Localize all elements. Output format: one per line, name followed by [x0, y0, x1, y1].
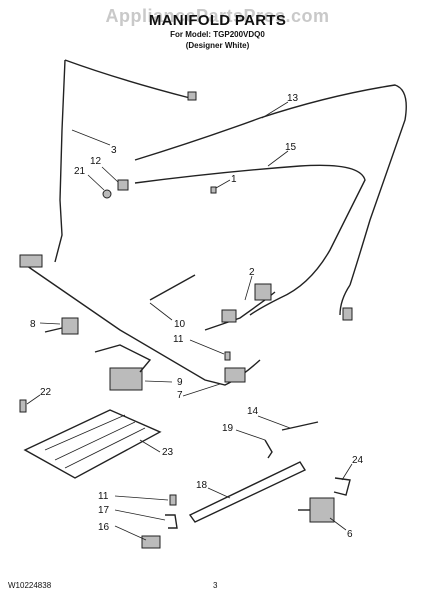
- callout-18: 18: [196, 480, 208, 491]
- part-bracket-24: [333, 477, 351, 496]
- part-tube-10: [149, 274, 196, 301]
- part-bracket-right: [224, 367, 246, 383]
- part-valve-8: [61, 317, 79, 335]
- part-tube-13: [134, 84, 407, 286]
- callout-12: 12: [90, 156, 102, 167]
- part-valve-2-body: [254, 283, 272, 301]
- leader-1: [215, 179, 231, 189]
- callout-23: 23: [162, 447, 174, 458]
- leader-11b: [114, 495, 169, 501]
- leader-24: [341, 463, 353, 481]
- plate-23-hatch-3: [64, 427, 146, 469]
- part-valve-9: [109, 367, 143, 391]
- leader-23: [139, 439, 161, 453]
- callout-14: 14: [247, 406, 259, 417]
- callout-22: 22: [40, 387, 52, 398]
- page-number: 3: [213, 581, 218, 590]
- part-fitting-12: [117, 179, 129, 191]
- callout-2: 2: [249, 267, 255, 278]
- callout-13: 13: [287, 93, 299, 104]
- part-bracket-left: [19, 254, 43, 268]
- leader-15: [267, 150, 289, 167]
- callout-3: 3: [111, 145, 117, 156]
- leader-14: [257, 415, 291, 429]
- leader-7: [182, 383, 221, 397]
- variant-line: (Designer White): [185, 41, 250, 50]
- part-valve-8-stem: [44, 327, 63, 333]
- document-number: W10224838: [8, 581, 52, 590]
- callout-7: 7: [177, 390, 183, 401]
- leader-9: [144, 380, 173, 383]
- part-14: [281, 421, 319, 431]
- callout-19: 19: [222, 423, 234, 434]
- callout-8: 8: [30, 319, 36, 330]
- callout-11a: 11: [173, 334, 184, 345]
- part-screw-11b: [169, 494, 177, 506]
- part-valve-9-bracket: [94, 344, 152, 373]
- part-19: [264, 439, 273, 459]
- leader-6: [329, 517, 347, 531]
- part-screw-22: [19, 399, 27, 413]
- callout-24: 24: [352, 455, 364, 466]
- part-screw-1: [210, 186, 217, 194]
- leader-21: [87, 174, 105, 191]
- part-tube-top: [64, 59, 191, 99]
- callout-21: 21: [74, 166, 86, 177]
- part-nut-21: [102, 189, 112, 199]
- part-fitting-top: [187, 91, 197, 101]
- callout-16: 16: [98, 522, 110, 533]
- part-screw-11a: [224, 351, 231, 361]
- leader-16: [114, 525, 147, 541]
- leader-13: [261, 101, 289, 119]
- watermark: AppliancePartsPros.com: [105, 6, 330, 26]
- leader-8: [39, 322, 61, 325]
- part-tube-18: [188, 461, 307, 523]
- leader-12: [101, 166, 119, 183]
- part-plate-23: [23, 409, 162, 479]
- leader-22: [26, 394, 41, 405]
- part-tube-15: [134, 164, 366, 316]
- leader-18: [207, 487, 231, 499]
- part-tube-3: [54, 59, 66, 263]
- part-fitting-13: [342, 307, 353, 321]
- leader-10: [149, 302, 173, 321]
- leader-19: [235, 429, 266, 441]
- part-valve-2-small: [221, 309, 237, 323]
- callout-11b: 11: [98, 491, 109, 502]
- leader-11a: [189, 339, 225, 355]
- callout-15: 15: [285, 142, 297, 153]
- callout-10: 10: [174, 319, 186, 330]
- part-spacer-16: [141, 535, 161, 549]
- leader-17: [114, 509, 166, 521]
- leader-2: [244, 275, 253, 301]
- callout-6: 6: [347, 529, 353, 540]
- page-title: MANIFOLD PARTS: [148, 12, 287, 29]
- leader-3: [71, 129, 111, 146]
- part-clip-17: [165, 514, 178, 529]
- plate-23-hatch-2: [54, 421, 136, 461]
- part-tube-13-lower: [339, 284, 351, 316]
- callout-1: 1: [231, 174, 237, 185]
- callout-9: 9: [177, 377, 183, 388]
- model-line: For Model: TGP200VDQ0: [170, 30, 265, 39]
- callout-17: 17: [98, 505, 110, 516]
- plate-23-hatch-1: [44, 414, 126, 451]
